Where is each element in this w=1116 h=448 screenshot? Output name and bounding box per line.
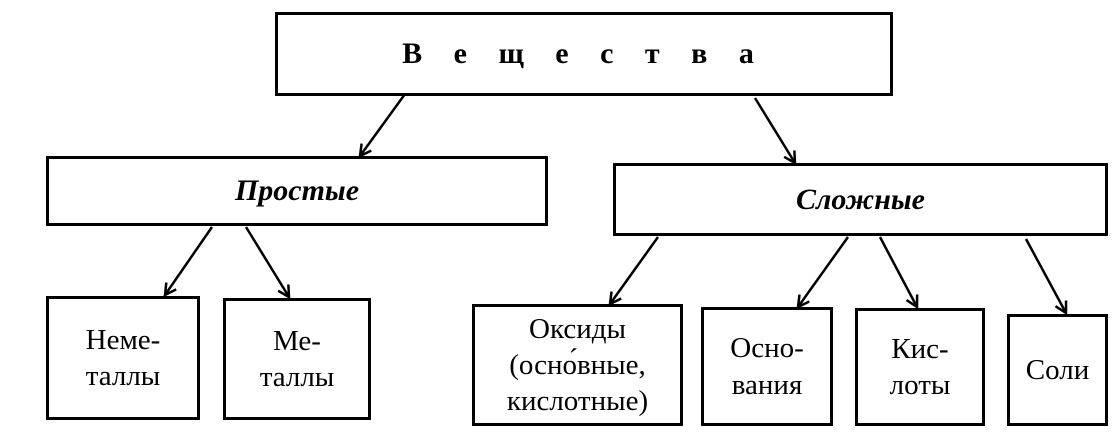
- acids-box: Кис- лоты: [855, 308, 985, 426]
- complex-substances-label: Сложные: [795, 182, 925, 216]
- arrow-complex-to-salts: [1024, 238, 1066, 313]
- root-label: В е щ е с т в а: [402, 37, 766, 70]
- oxides-box: Оксиды (осно́вные, кислотные): [472, 304, 683, 426]
- salts-box: Соли: [1007, 314, 1108, 426]
- complex-substances-box: Сложные: [613, 163, 1108, 236]
- nonmetals-line-1: Неме-: [85, 323, 161, 356]
- arrow-root-to-complex: [753, 97, 795, 163]
- bases-box: Осно- вания: [701, 307, 833, 426]
- root-box-substances: В е щ е с т в а: [275, 12, 893, 96]
- bases-line-2: вания: [731, 368, 803, 401]
- acids-line-2: лоты: [889, 369, 951, 401]
- simple-substances-box: Простые: [46, 156, 548, 226]
- arrow-root-to-simple: [360, 93, 407, 156]
- bases-line-1: Осно-: [730, 332, 804, 365]
- arrow-complex-to-acids: [878, 236, 917, 307]
- arrow-complex-to-oxides: [610, 236, 660, 304]
- nonmetals-box: Неме- таллы: [46, 296, 200, 420]
- simple-substances-label: Простые: [234, 174, 360, 207]
- oxides-line-1: Оксиды: [529, 312, 626, 345]
- arrow-simple-to-nonmetals: [165, 226, 214, 295]
- oxides-line-2: (осно́вные,: [509, 348, 646, 381]
- arrow-complex-to-bases: [798, 236, 850, 307]
- oxides-line-3: кислотные): [506, 385, 649, 418]
- metals-box: Ме- таллы: [223, 298, 371, 420]
- arrow-simple-to-metals: [244, 226, 289, 297]
- nonmetals-line-2: таллы: [85, 360, 161, 392]
- metals-line-1: Ме-: [273, 324, 321, 357]
- acids-line-1: Кис-: [891, 332, 949, 365]
- salts-line-1: Соли: [1025, 353, 1090, 386]
- metals-line-2: таллы: [259, 361, 335, 393]
